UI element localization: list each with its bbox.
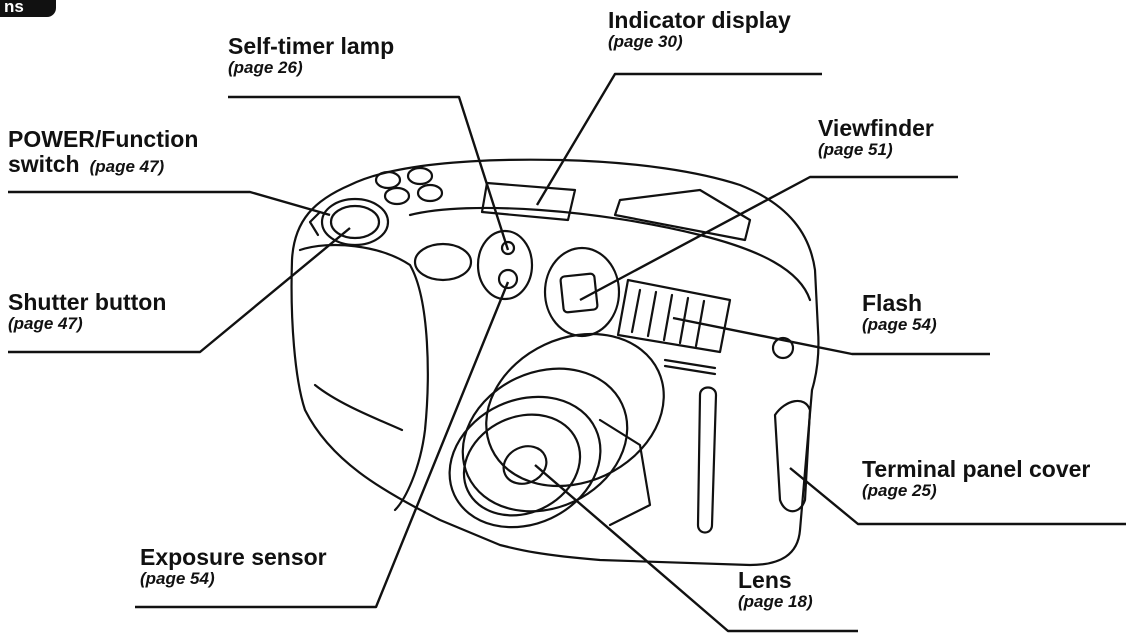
- top-button-1: [374, 170, 402, 190]
- leader-power: [8, 190, 331, 217]
- leader-lens: [534, 464, 858, 633]
- leader-shutter: [8, 227, 351, 354]
- label-terminal-panel-cover: Terminal panel cover (page 25): [862, 456, 1091, 501]
- flash-window: [616, 278, 732, 354]
- exposure-page: (page 54): [140, 569, 215, 589]
- lens-page: (page 18): [738, 592, 813, 612]
- label-power-switch: POWER/Function switch (page 47): [8, 126, 199, 178]
- lens-glass-inner: [502, 445, 548, 485]
- lens-barrel-mid: [461, 367, 629, 513]
- label-indicator-display: Indicator display (page 30): [608, 7, 791, 52]
- shutter-title: Shutter button: [8, 289, 167, 315]
- lens-glass-outer: [462, 413, 582, 517]
- self-timer-page: (page 26): [228, 58, 303, 78]
- self-timer-lamp-shape: [500, 240, 516, 256]
- exposure-title: Exposure sensor: [140, 544, 327, 570]
- section-tab: ns: [0, 0, 56, 17]
- lens-barrel-rear: [485, 332, 665, 488]
- label-exposure-sensor: Exposure sensor (page 54): [140, 544, 327, 589]
- leader-flash: [672, 316, 990, 356]
- terminal-page: (page 25): [862, 481, 937, 501]
- viewfinder-outer: [543, 246, 621, 338]
- leader-viewfinder: [579, 175, 958, 302]
- strap-eyelet: [771, 336, 795, 360]
- label-self-timer-lamp: Self-timer lamp (page 26): [228, 33, 395, 78]
- lens-title: Lens: [738, 567, 792, 593]
- flash-title: Flash: [862, 290, 923, 316]
- top-button-2: [406, 166, 434, 186]
- leader-terminal: [789, 467, 1126, 526]
- self-timer-title: Self-timer lamp: [228, 33, 395, 59]
- side-slot: [696, 386, 718, 534]
- flash-page: (page 54): [862, 315, 937, 335]
- power-title-line2: switch: [8, 151, 80, 178]
- viewfinder-page: (page 51): [818, 140, 893, 160]
- terminal-title: Terminal panel cover: [862, 456, 1091, 482]
- camera-grip-outline: [298, 243, 429, 512]
- leader-exposure: [135, 281, 510, 609]
- camera-body-outline: [290, 158, 820, 567]
- indicator-page: (page 30): [608, 32, 683, 52]
- camera-front-face: [408, 206, 812, 302]
- indicator-display-window: [480, 181, 577, 222]
- sensor-housing: [476, 229, 534, 301]
- shutter-page: (page 47): [8, 314, 83, 334]
- viewfinder-title: Viewfinder: [818, 115, 934, 141]
- label-viewfinder: Viewfinder (page 51): [818, 115, 934, 160]
- leader-indicator: [535, 72, 822, 206]
- terminal-cover-shape: [773, 399, 812, 513]
- exposure-sensor-shape: [497, 268, 519, 290]
- shutter-button-shape: [320, 197, 390, 247]
- label-shutter-button: Shutter button (page 47): [8, 289, 167, 334]
- grip-oval: [413, 242, 473, 282]
- power-title-line1: POWER/Function: [8, 126, 199, 152]
- power-page: (page 47): [89, 157, 165, 177]
- top-button-3: [383, 186, 411, 206]
- indicator-title: Indicator display: [608, 7, 791, 33]
- label-flash: Flash (page 54): [862, 290, 937, 335]
- flash-hump: [613, 188, 752, 242]
- leader-self-timer: [228, 95, 510, 251]
- top-button-4: [416, 183, 444, 203]
- lens-barrel-front: [448, 395, 602, 529]
- label-lens: Lens (page 18): [738, 567, 813, 612]
